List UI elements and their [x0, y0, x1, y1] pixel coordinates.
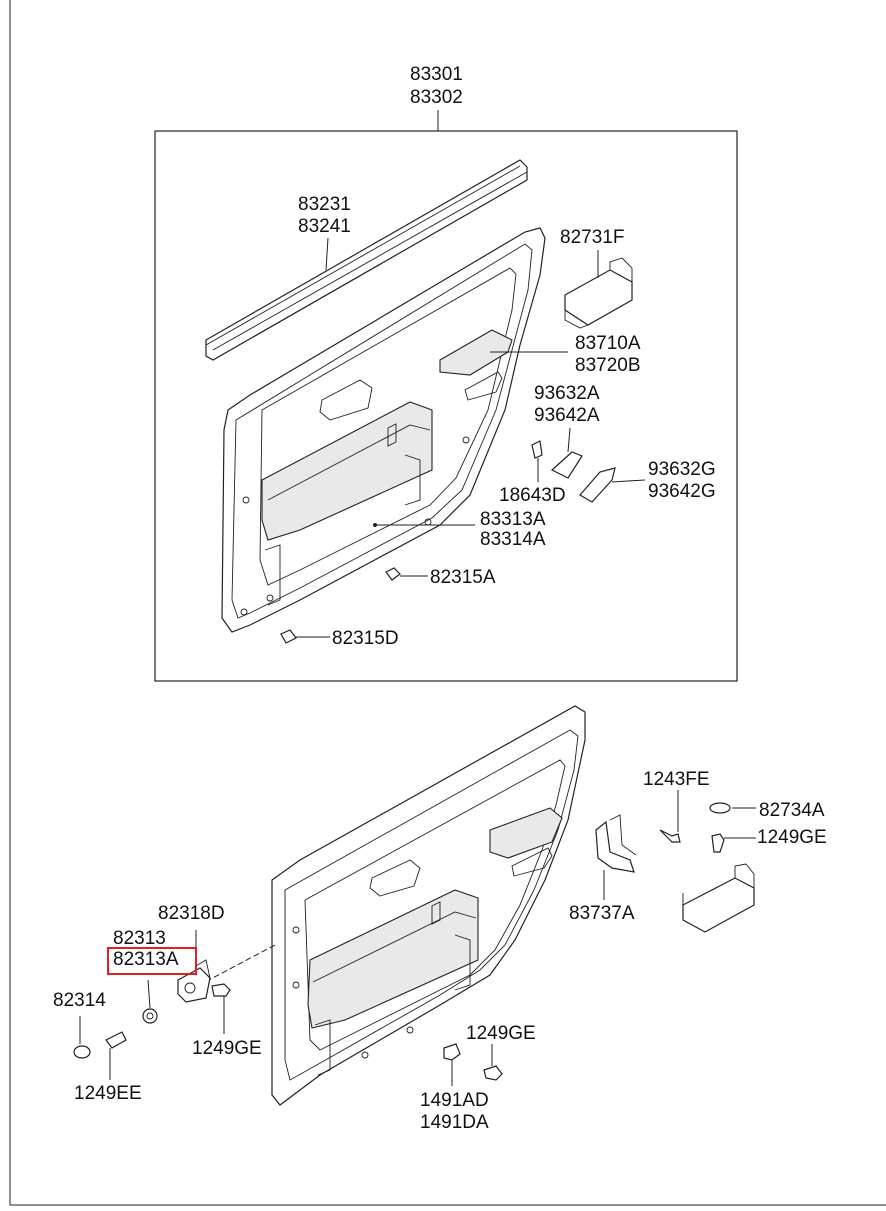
part-label-1249GE-left: 1249GE [192, 1038, 262, 1059]
screw-1249EE [105, 1031, 127, 1049]
screw-1249GE-bottom [483, 1065, 503, 1081]
clip-1491AD [443, 1043, 461, 1061]
cover-93632G [579, 467, 616, 503]
highlight-box-82313A [107, 947, 197, 975]
part-label-82318D: 82318D [158, 903, 225, 924]
bushing-82314 [142, 1008, 158, 1024]
part-label-93642A: 93642A [534, 405, 600, 426]
part-label-83710A: 83710A [575, 333, 641, 354]
part-label-93632A: 93632A [534, 383, 600, 404]
fastener-82315D [280, 629, 297, 644]
part-label-83737A: 83737A [569, 903, 635, 924]
part-label-83241: 83241 [298, 216, 351, 237]
part-label-83231: 83231 [298, 194, 351, 215]
part-label-18643D: 18643D [499, 485, 566, 506]
cap-82734A [709, 802, 731, 814]
part-label-82731F: 82731F [560, 227, 625, 248]
part-label-1491DA: 1491DA [420, 1112, 489, 1133]
part-label-82313A-highlighted: 82313A [113, 949, 179, 970]
door-trim-panel-top [221, 227, 546, 633]
bracket-82731F [564, 257, 633, 329]
part-label-1249GE-bottom: 1249GE [466, 1023, 536, 1044]
part-label-83301: 83301 [410, 64, 463, 85]
bracket-83737A [595, 814, 637, 873]
part-label-83720B: 83720B [575, 355, 641, 376]
part-label-1491AD: 1491AD [420, 1090, 489, 1111]
screw-1243FE [659, 829, 681, 843]
part-label-1249EE: 1249EE [74, 1083, 142, 1104]
part-label-82734A: 82734A [759, 800, 825, 821]
page-border [9, 0, 886, 1206]
part-label-1249GE: 1249GE [757, 827, 827, 848]
fastener-82315A [385, 567, 401, 581]
screw-1249GE-right [711, 833, 725, 853]
bracket-82731F-lower [682, 863, 755, 933]
part-label-82314: 82314 [53, 990, 106, 1011]
cover-93632A [550, 451, 583, 479]
weatherstrip-part [205, 159, 528, 361]
door-trim-panel-lower [271, 705, 586, 1106]
part-label-82315A: 82315A [430, 567, 496, 588]
part-label-82315D: 82315D [332, 628, 399, 649]
part-label-93642G: 93642G [648, 481, 716, 502]
part-label-83302: 83302 [410, 87, 463, 108]
part-label-83313A: 83313A [480, 509, 546, 530]
assembly-frame [154, 130, 738, 682]
part-label-1243FE: 1243FE [643, 769, 710, 790]
part-label-83314A: 83314A [480, 529, 546, 550]
cap-82314 [73, 1045, 91, 1059]
screw-1249GE-left [211, 983, 231, 997]
part-label-82313: 82313 [113, 928, 166, 949]
part-label-93632G: 93632G [648, 459, 716, 480]
clip-18643D [531, 440, 543, 459]
handle-82313A [177, 959, 211, 1003]
